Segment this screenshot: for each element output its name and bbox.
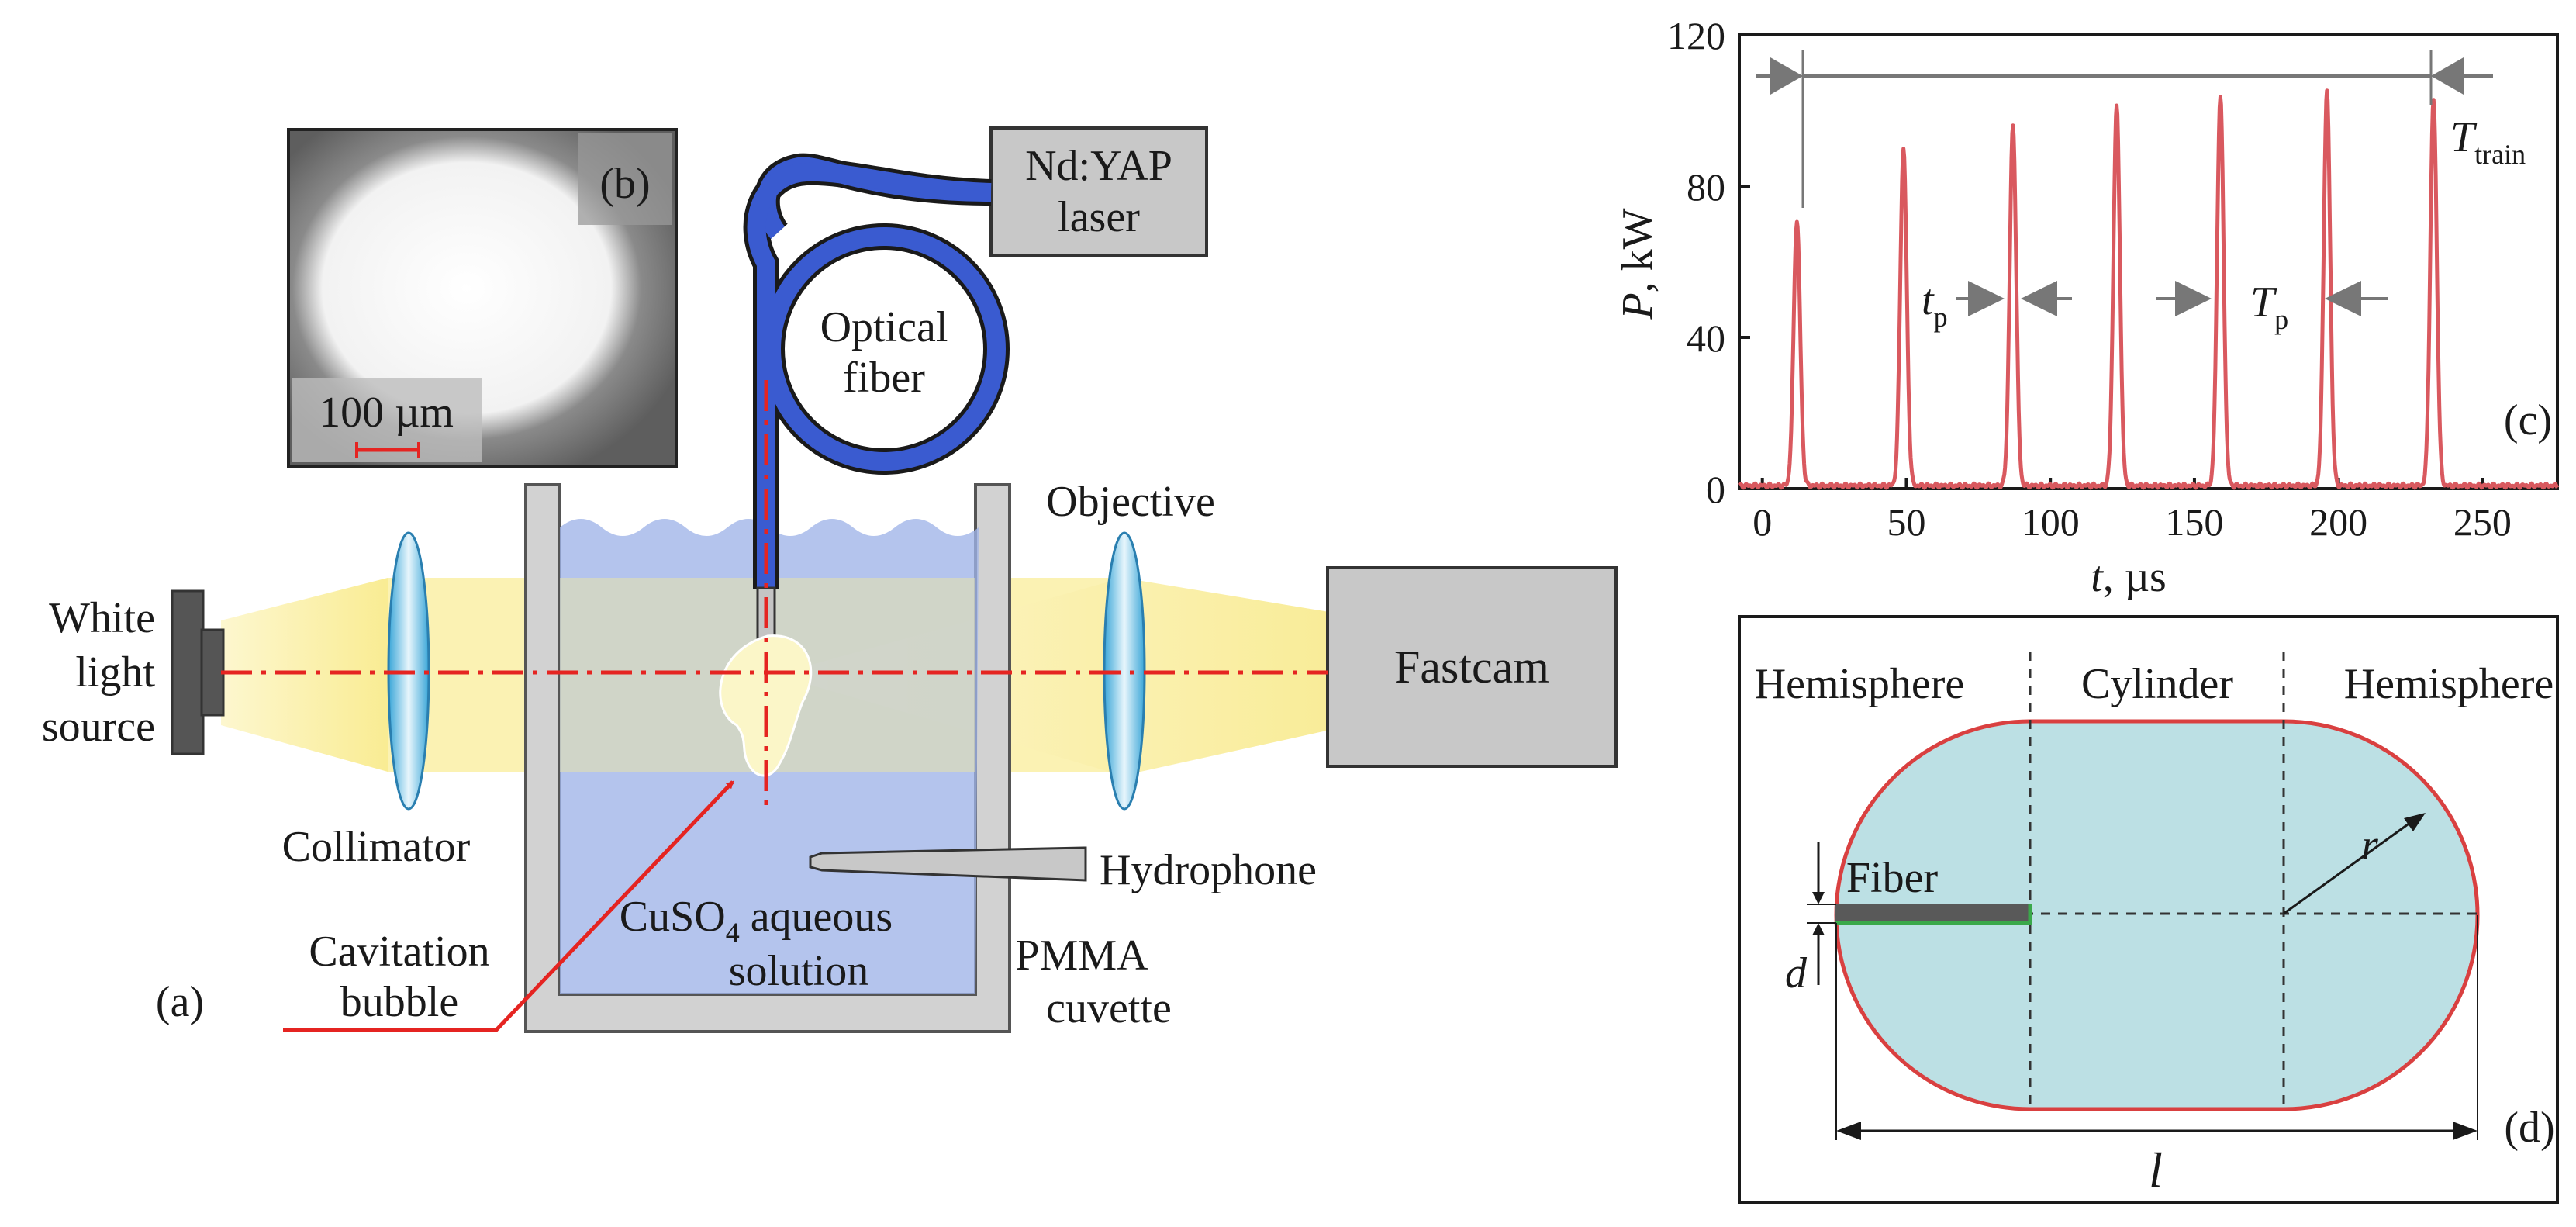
Tp-right-arrow <box>2325 281 2361 316</box>
pmma-label-1: PMMA <box>1015 931 1148 980</box>
cavitation-label-2: bubble <box>340 978 458 1026</box>
cylinder-label: Cylinder <box>2081 660 2233 708</box>
y-tick-label: 0 <box>1706 468 1725 511</box>
white-light-source <box>171 589 205 755</box>
t-train-label: Ttrain <box>2450 113 2526 170</box>
fiber-rod-label: Fiber <box>1846 854 1939 902</box>
power-series-line <box>1737 88 2560 490</box>
radius-label: r <box>2361 821 2378 869</box>
power-chart: 0 40 80 120 0 50 100 150 200 250 t, µs P, kW Ttr… <box>1614 14 2560 601</box>
radius-line <box>2283 819 2414 915</box>
chart-plot-area <box>1738 33 2559 490</box>
fastcam-label: Fastcam <box>1394 641 1549 693</box>
capsule-shape <box>1834 719 2480 1111</box>
x-tick-label: 150 <box>2165 500 2223 544</box>
white-light-label-2: light <box>75 648 155 696</box>
pmma-label-2: cuvette <box>1046 984 1172 1032</box>
y-tick-label: 120 <box>1667 14 1725 57</box>
radius-arrow <box>2404 813 2426 831</box>
y-tick-label: 80 <box>1687 165 1725 209</box>
fiber-label-line1: Optical <box>820 303 948 351</box>
chart-xtick-labels: 0 50 100 150 200 250 <box>1752 500 2512 544</box>
d-arrow-bottom-head <box>1812 923 1825 935</box>
white-light-source-head <box>200 628 225 717</box>
hydrophone <box>809 846 1087 882</box>
panel-a-label: (a) <box>156 978 204 1026</box>
solution-label-2: solution <box>729 947 868 995</box>
cavitation-pointer <box>283 780 734 1032</box>
t-train-left-arrow <box>1770 57 1803 95</box>
panel-b-label: (b) <box>599 160 650 208</box>
fiber-rod <box>1835 904 2030 923</box>
d-label: d <box>1785 949 1808 997</box>
x-tick-label: 50 <box>1887 500 1925 544</box>
tp-right-arrow <box>2021 281 2057 316</box>
d-arrow-top-head <box>1812 892 1825 904</box>
t-train-right-arrow <box>2431 57 2464 95</box>
fastcam-box <box>1326 566 1618 768</box>
panel-d-label: (d) <box>2504 1104 2554 1152</box>
chart-xlabel: t, µs <box>2091 553 2167 601</box>
white-light-label-3: source <box>42 703 155 751</box>
laser-label-line2: laser <box>1058 193 1140 241</box>
right-light-beam <box>775 578 1334 776</box>
y-tick-label: 40 <box>1687 316 1725 360</box>
Tp-left-arrow <box>2175 281 2212 316</box>
hemisphere-left-label: Hemisphere <box>1755 660 1965 708</box>
fiber-label-line2: fiber <box>843 354 925 402</box>
x-tick-label: 0 <box>1752 500 1772 544</box>
laser-label-line1: Nd:YAP <box>1025 142 1172 190</box>
scale-bar-label: 100 µm <box>319 389 454 437</box>
objective-label: Objective <box>1046 478 1215 526</box>
x-tick-label: 250 <box>2453 500 2512 544</box>
setup-panel: Fastcam Nd:YAP laser Optical fiber Hydro… <box>42 126 1618 1033</box>
solution-label-1: CuSO4 aqueous <box>620 893 893 948</box>
collimator-label: Collimator <box>282 823 471 871</box>
cavitation-label-1: Cavitation <box>309 928 489 976</box>
left-light-beam <box>221 578 388 772</box>
fiber-lead <box>747 162 992 589</box>
Tp-label: Tp <box>2250 278 2288 335</box>
white-light-label-1: White <box>49 594 155 642</box>
tp-left-arrow <box>1968 281 2005 316</box>
micrograph-label-box <box>578 133 672 225</box>
micrograph-panel: (b) 100 µm <box>287 128 678 468</box>
panel-c-label: (c) <box>2504 396 2552 444</box>
chart-ylabel: P, kW <box>1614 208 1662 320</box>
tp-label: tp <box>1922 276 1948 333</box>
hemisphere-right-label: Hemisphere <box>2344 660 2554 708</box>
l-arrow-left <box>1836 1122 1861 1140</box>
x-tick-label: 100 <box>2022 500 2080 544</box>
x-tick-label: 200 <box>2309 500 2367 544</box>
chart-ytick-labels: 0 40 80 120 <box>1667 14 1725 511</box>
hydrophone-label: Hydrophone <box>1100 846 1317 894</box>
geometry-panel: Fiber r d l Hemisphere Cylinder Hemisphe… <box>1738 615 2559 1204</box>
l-label: l <box>2149 1142 2163 1198</box>
l-arrow-right <box>2453 1122 2478 1140</box>
